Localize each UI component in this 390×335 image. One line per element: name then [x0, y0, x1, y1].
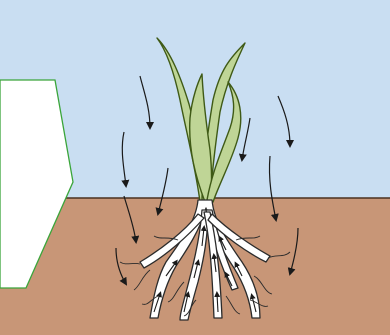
diagram-canvas — [0, 0, 390, 335]
seagrass-diagram — [0, 0, 390, 335]
